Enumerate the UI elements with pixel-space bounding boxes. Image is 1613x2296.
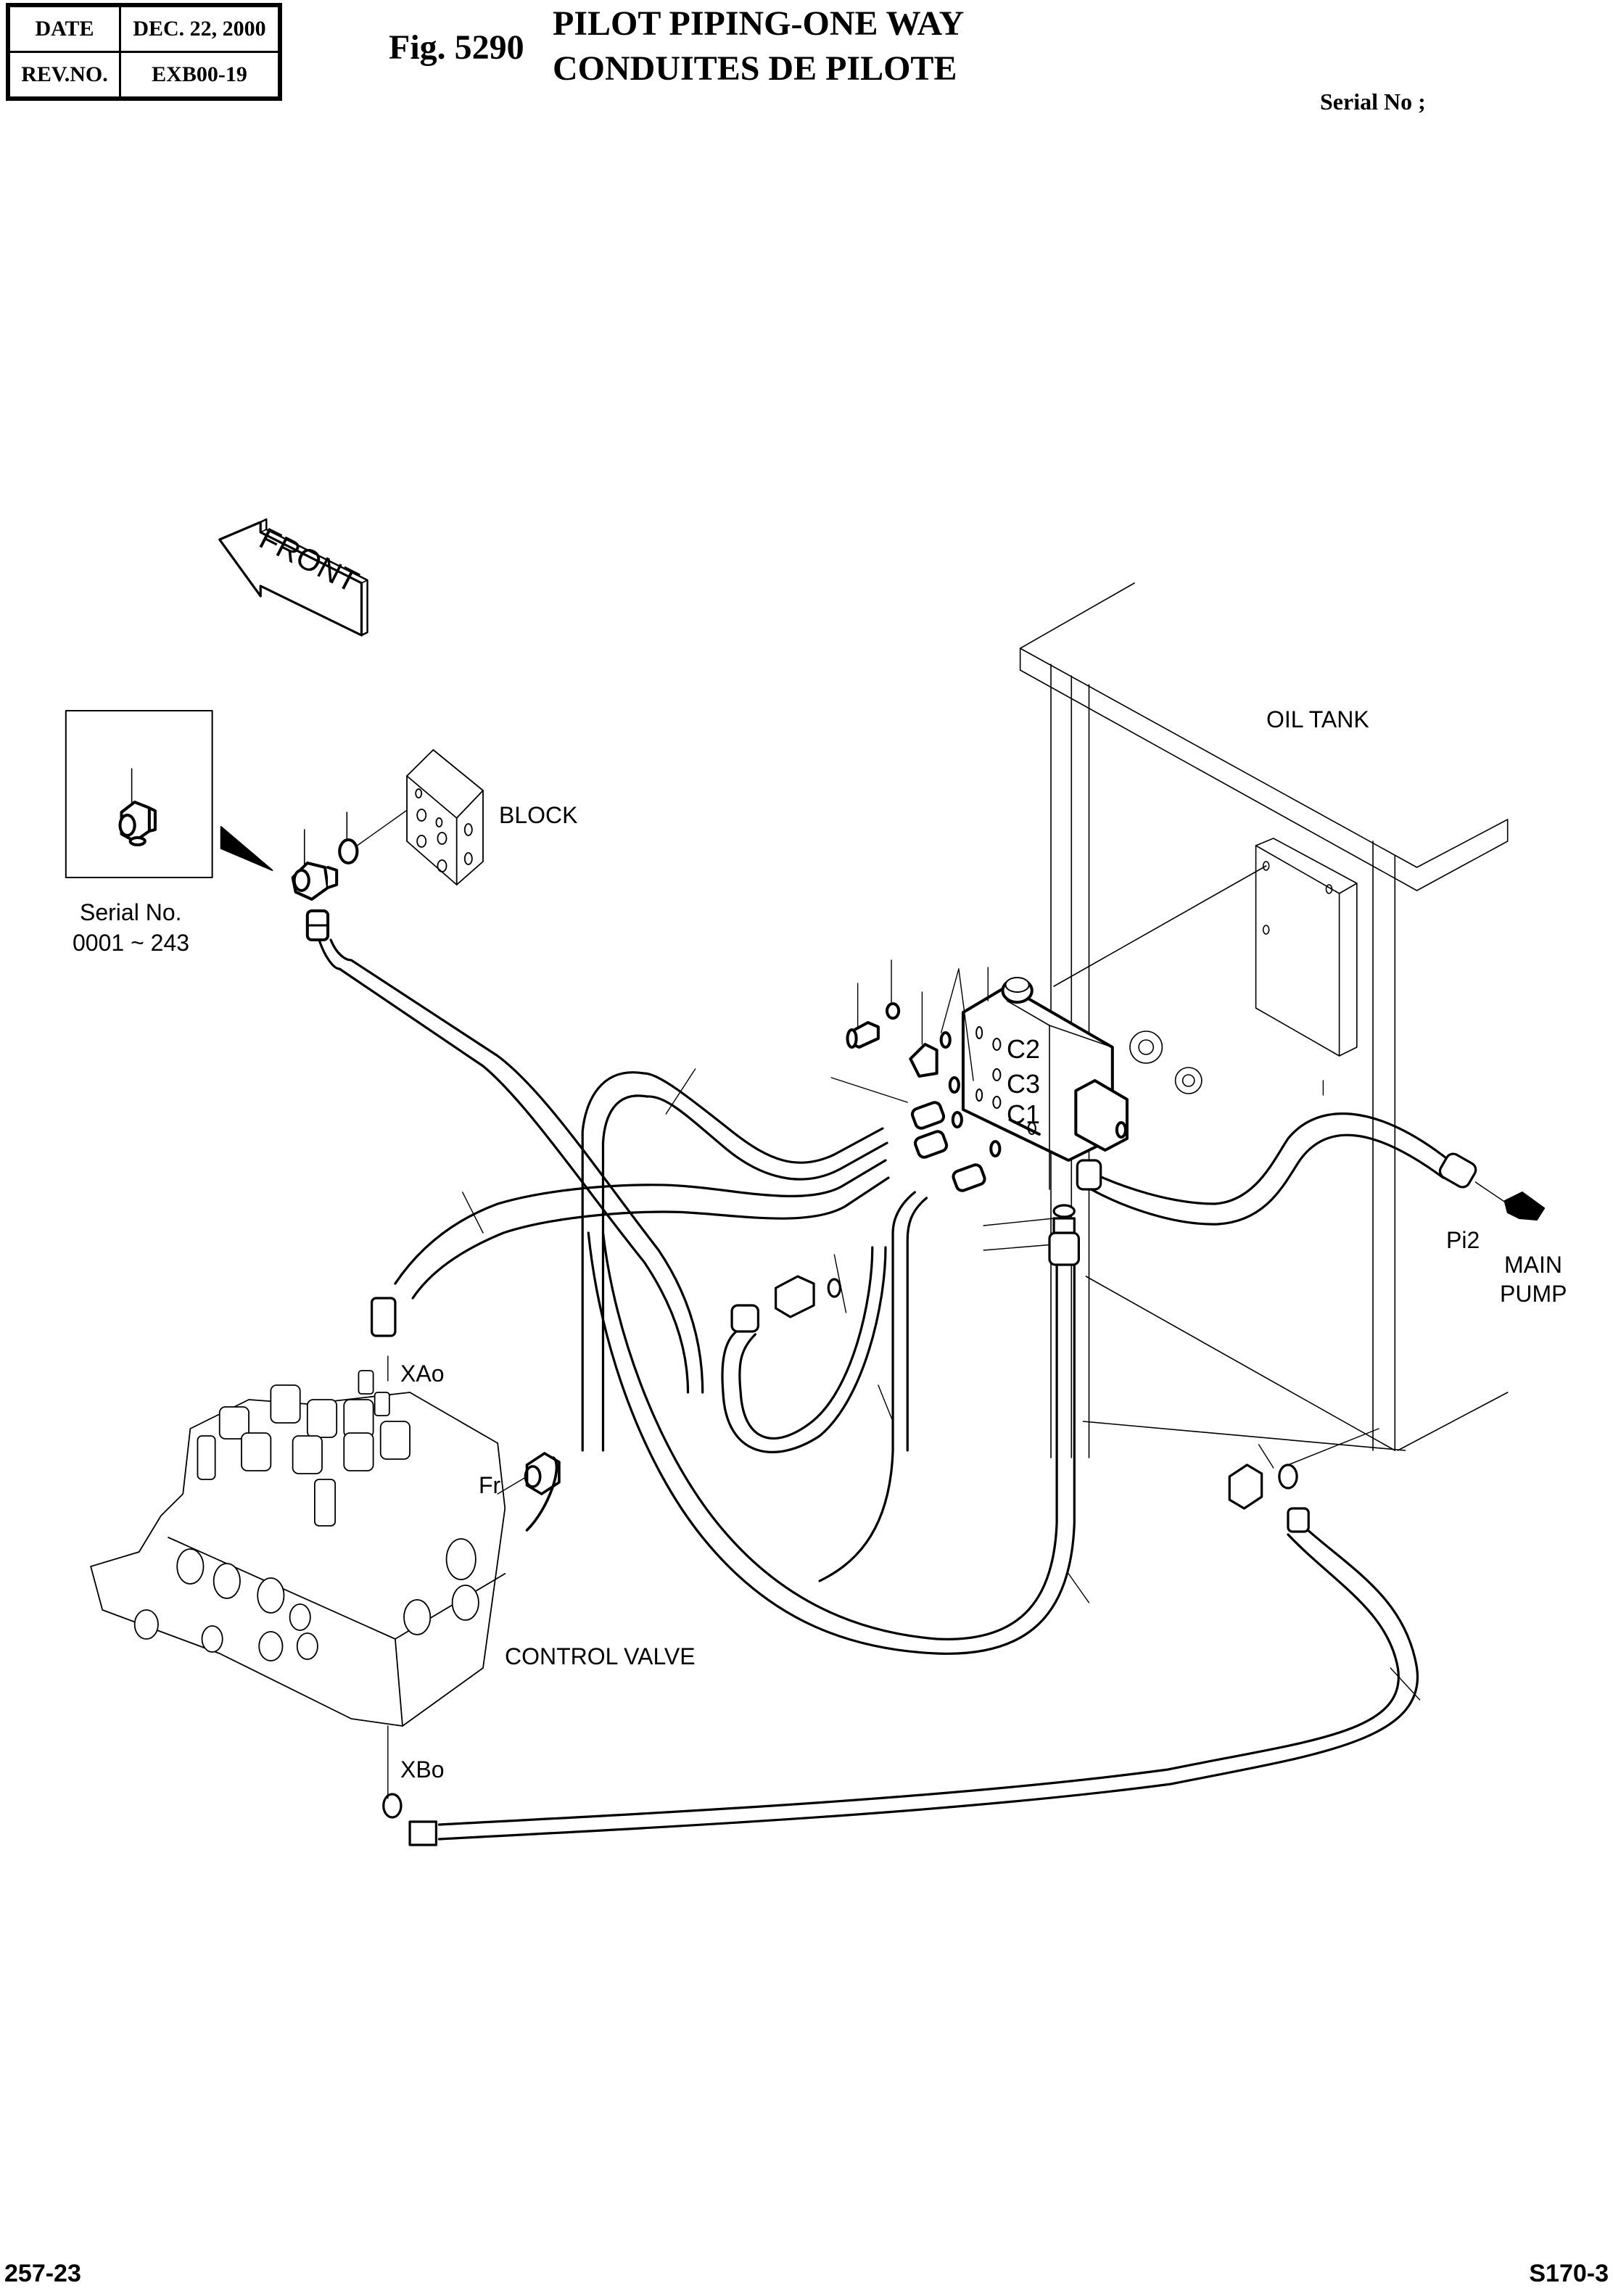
date-label: DATE [7, 4, 121, 53]
main-pump-label-line1: MAIN [1504, 1252, 1562, 1278]
block [406, 749, 484, 885]
port-xbo-label: XBo [400, 1756, 445, 1783]
pilot-valve-block [846, 977, 1202, 1192]
inset-caption-line2: 0001 ~ 243 [73, 930, 190, 956]
inset-caption-line1: Serial No. [80, 899, 182, 925]
block-label: BLOCK [499, 802, 578, 828]
control-valve-label: CONTROL VALVE [505, 1643, 696, 1669]
oil-tank-label: OIL TANK [1266, 706, 1369, 732]
hose-c2 [581, 1071, 888, 1452]
title-french: CONDUITES DE PILOTE [553, 49, 957, 88]
adapter-fitting-icon [118, 801, 157, 846]
hose-inner-loop [721, 1246, 887, 1453]
port-c2-label: C2 [1007, 1034, 1041, 1064]
port-pi2-label: Pi2 [1446, 1227, 1480, 1253]
main-pump-arrow-icon [1503, 1192, 1546, 1221]
page-title: PILOT PIPING-ONE WAY CONDUITES DE PILOTE [553, 1, 964, 91]
hose-c1 [818, 1191, 928, 1582]
hose-block-to-valve [318, 938, 704, 1394]
date-value: DEC. 22, 2000 [119, 4, 281, 53]
hose-xbo [382, 1463, 1419, 1846]
page-number: 257-23 [4, 2260, 81, 2287]
hose-long-loop [587, 1204, 1080, 1655]
fr-fitting [524, 1452, 561, 1532]
pointer-triangle-icon [220, 826, 273, 871]
port-c3-label: C3 [1007, 1069, 1041, 1099]
control-valve [90, 1355, 528, 1799]
rev-label: REV.NO. [7, 51, 121, 100]
oil-tank [1019, 582, 1509, 1458]
port-c1-label: C1 [1007, 1099, 1041, 1129]
hose-pi2 [1076, 1112, 1509, 1226]
revision-table: DATE DEC. 22, 2000 REV.NO. EXB00-19 [6, 3, 282, 101]
main-pump-label-line2: PUMP [1500, 1281, 1567, 1307]
figure-number: Fig. 5290 [389, 28, 524, 67]
hose-c3 [370, 1159, 890, 1337]
model-number: S170-3 [1529, 2260, 1609, 2287]
serial-inset [65, 710, 213, 878]
serial-number-label: Serial No ; [1320, 88, 1426, 115]
port-fr-label: Fr [479, 1472, 501, 1498]
port-xao-label: XAo [400, 1360, 445, 1387]
rev-value: EXB00-19 [119, 51, 281, 100]
front-arrow-icon: FRONT [218, 518, 368, 637]
title-english: PILOT PIPING-ONE WAY [553, 4, 965, 43]
